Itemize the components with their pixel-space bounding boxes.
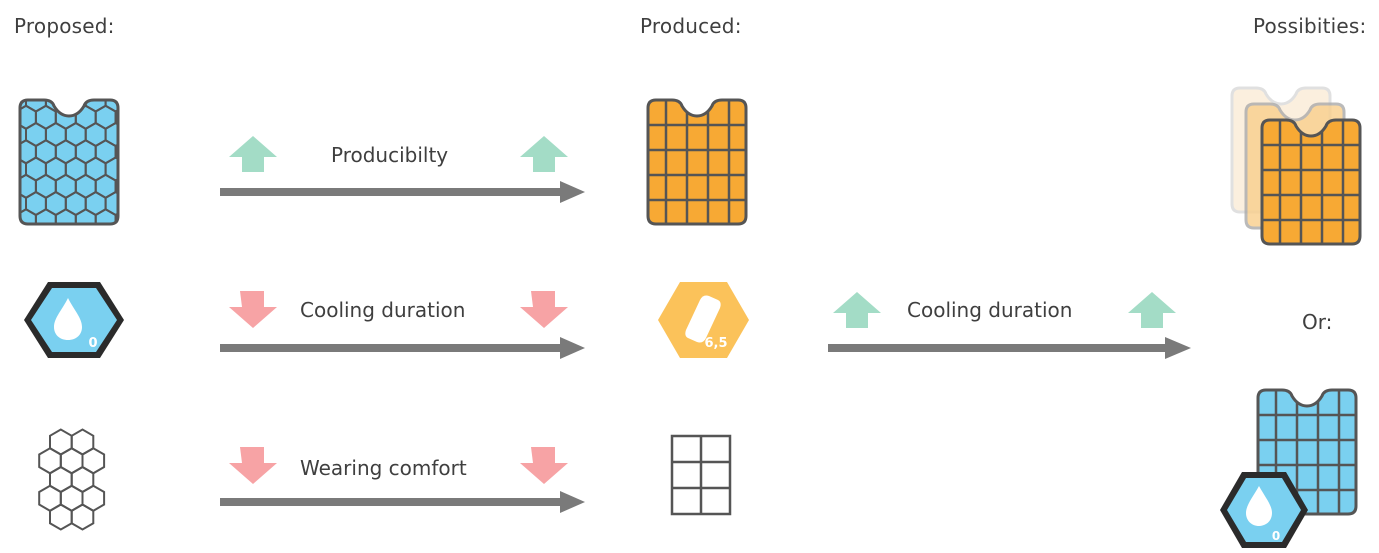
water-drop-icon xyxy=(1246,486,1272,526)
proposed-hex-vest xyxy=(18,98,120,226)
cooling-duration-label: Cooling duration xyxy=(300,298,466,322)
possibility-stacked-vests xyxy=(1230,86,1362,246)
grid-panel-icon xyxy=(670,434,732,516)
produced-header: Produced: xyxy=(640,14,742,38)
proposed-header: Proposed: xyxy=(14,14,115,38)
up-arrow-icon xyxy=(833,292,881,328)
down-arrow-icon xyxy=(229,447,277,484)
arrow-extra-cooling-duration xyxy=(828,337,1191,359)
arrow-cooling-duration xyxy=(220,337,585,359)
down-arrow-icon xyxy=(229,291,277,328)
up-arrow-icon xyxy=(520,136,568,172)
down-arrow-icon xyxy=(520,447,568,484)
up-arrow-icon xyxy=(229,136,277,172)
produced-cooling-badge: 6,5 xyxy=(658,282,749,358)
possibilities-header: Possibities: xyxy=(1253,14,1367,38)
producibility-label: Producibilty xyxy=(331,143,449,167)
possibility-cooling-badge: 0 xyxy=(1220,472,1308,548)
wearing-comfort-label: Wearing comfort xyxy=(300,456,467,480)
arrow-producibility xyxy=(220,181,585,203)
produced-grid-vest xyxy=(646,98,748,226)
arrow-wearing-comfort xyxy=(220,491,585,513)
up-arrow-icon xyxy=(1128,292,1176,328)
down-arrow-icon xyxy=(520,291,568,328)
proposed-cooling-badge: 0 xyxy=(24,282,124,358)
extra-cooling-duration-label: Cooling duration xyxy=(907,298,1073,322)
or-label: Or: xyxy=(1302,310,1333,334)
gel-pack-icon xyxy=(685,295,721,343)
produced-cooling-value: 6,5 xyxy=(704,336,727,351)
water-drop-icon xyxy=(54,298,82,340)
hex-cluster-icon xyxy=(38,428,106,531)
proposed-cooling-value: 0 xyxy=(88,336,97,351)
possibility-cooling-value: 0 xyxy=(1272,529,1280,543)
